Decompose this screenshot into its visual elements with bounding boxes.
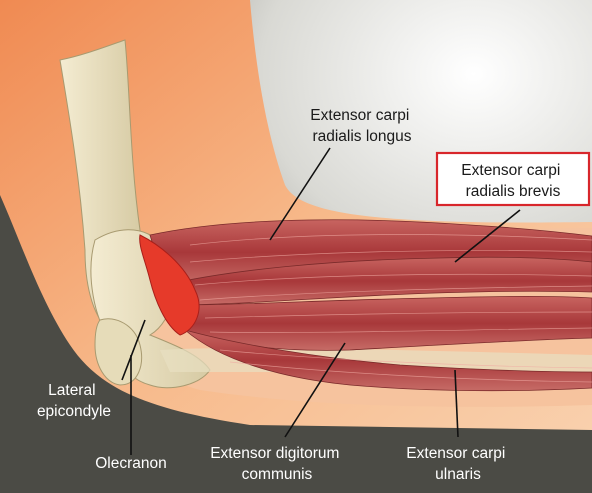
label-ecrl-line2: radialis longus	[312, 128, 411, 145]
label-ecrb-line2: radialis brevis	[466, 183, 561, 200]
label-ecu-line2: ulnaris	[435, 466, 481, 483]
label-ecrb-line1: Extensor carpi	[461, 162, 560, 179]
label-ecu-line1: Extensor carpi	[406, 445, 505, 462]
label-ecrl-line1: Extensor carpi	[310, 107, 409, 124]
label-edc-line2: communis	[242, 466, 313, 483]
label-edc-line1: Extensor digitorum	[210, 445, 339, 462]
label-lateral-epicondyle-line1: Lateral	[48, 382, 95, 399]
label-lateral-epicondyle-line2: epicondyle	[37, 403, 111, 420]
label-olecranon: Olecranon	[95, 455, 167, 472]
